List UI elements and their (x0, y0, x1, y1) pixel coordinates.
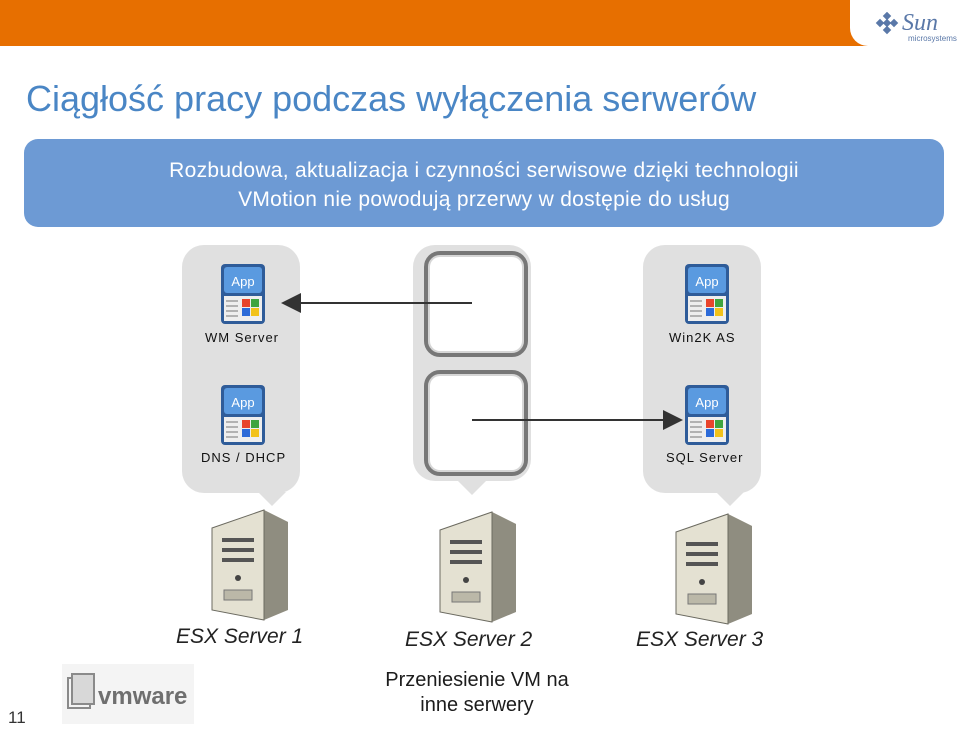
page-number: 11 (8, 708, 26, 727)
vm-label-wm-server: WM Server (205, 330, 279, 345)
vm-label-dns-dhcp: DNS / DHCP (201, 450, 287, 465)
vm-icon-dns-dhcp: App (220, 384, 266, 446)
host-panel-2-pointer (458, 481, 486, 495)
empty-vm-slot-2 (424, 370, 528, 476)
server-tower-icon-1 (204, 506, 296, 624)
server-tower-icon-3 (668, 510, 760, 628)
subtitle-line-2: VMotion nie powodują przerwy w dostępie … (238, 188, 730, 211)
windows-app-icon: App (221, 385, 265, 445)
svg-text:vmware: vmware (98, 683, 187, 710)
sun-logo-subtext: microsystems (908, 34, 957, 43)
migration-note-line-1: Przeniesienie VM na (385, 669, 569, 691)
empty-vm-slot-1 (424, 251, 528, 357)
subtitle-box: Rozbudowa, aktualizacja i czynności serw… (24, 139, 944, 227)
server-label-1: ESX Server 1 (176, 625, 304, 648)
subtitle-line-1: Rozbudowa, aktualizacja i czynności serw… (169, 159, 799, 182)
host-panel-3-pointer (716, 492, 744, 506)
vm-icon-wm-server: App (220, 263, 266, 325)
host-panel-1-pointer (258, 492, 286, 506)
vm-label-win2k-as: Win2K AS (669, 330, 736, 345)
vm-icon-sql-server: App (684, 384, 730, 446)
sun-logo-text: Sun (902, 10, 938, 36)
vmware-logo: vmware (62, 664, 194, 724)
server-label-2: ESX Server 2 (405, 628, 533, 651)
vm-icon-win2k-as: App (684, 263, 730, 325)
slide-title: Ciągłość pracy podczas wyłączenia serwer… (26, 78, 757, 119)
svg-text:App: App (695, 395, 718, 410)
sun-logo: Sun microsystems (850, 0, 960, 46)
sun-diamond-icon (875, 12, 899, 35)
server-tower-icon-2 (432, 508, 524, 626)
windows-app-icon: App (685, 264, 729, 324)
svg-text:App: App (695, 274, 718, 289)
windows-app-icon: App (685, 385, 729, 445)
svg-text:App: App (231, 395, 254, 410)
header-bar (0, 0, 960, 46)
migration-note: Przeniesienie VM na inne serwery (340, 668, 614, 718)
server-label-3: ESX Server 3 (636, 628, 764, 651)
windows-app-icon: App (221, 264, 265, 324)
vm-label-sql-server: SQL Server (666, 450, 744, 465)
svg-text:App: App (231, 274, 254, 289)
migration-note-line-2: inne serwery (420, 694, 534, 716)
